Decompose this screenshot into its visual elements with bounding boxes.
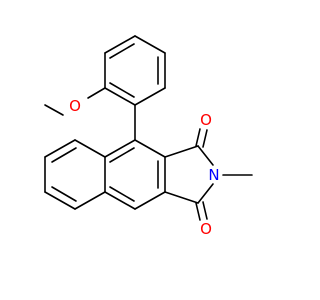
bond-c8a-c9 [104,139,136,158]
bond-aryl-c5-c6 [134,87,166,106]
bond-c9-c9a [134,139,166,158]
bond-aryl-oxygen [87,87,106,99]
bond-c1-o-upper-a [195,128,201,147]
bond-aryl-c6-c1 [104,87,136,106]
imide-nitrogen-label: N [208,166,219,184]
bond-c4-c4a-inner [109,186,135,202]
bond-c6-c5 [44,191,76,210]
structure-diagram: O O O N [0,0,300,300]
bond-c9a-c1 [164,145,199,158]
bond-aryl-c3-c4 [134,35,166,54]
methoxy-oxygen-label: O [69,97,81,115]
bond-c1-o-upper-b [202,129,208,148]
bond-aryl-c6-c1-inner [109,82,135,98]
bond-c3a-c4 [134,191,166,210]
bond-c1-n [197,145,214,166]
bond-c3a-c3 [164,191,199,204]
bond-c8a-c8 [74,139,106,158]
bond-c6-c5-inner [51,186,77,202]
bond-aryl-c2-c3 [104,35,136,54]
bond-c5-c4a [74,191,106,210]
bond-c4-c4a [104,191,136,210]
bond-c3-o-lower-a [195,202,201,221]
atom-labels: O O O N [69,97,220,238]
background [0,0,300,300]
bond-c8-c7 [44,139,76,158]
bond-c8a-c9-inner [109,147,135,163]
bond-aryl-c2-c3-inner [109,43,135,59]
bond-oxygen-methyl [44,104,64,116]
bond-n-c3 [197,183,214,204]
bond-c8-c7-inner [51,147,77,163]
upper-carbonyl-oxygen-label: O [200,111,212,129]
bonds [44,35,253,221]
bond-c3-o-lower-b [202,201,208,220]
lower-carbonyl-oxygen-label: O [200,220,212,238]
